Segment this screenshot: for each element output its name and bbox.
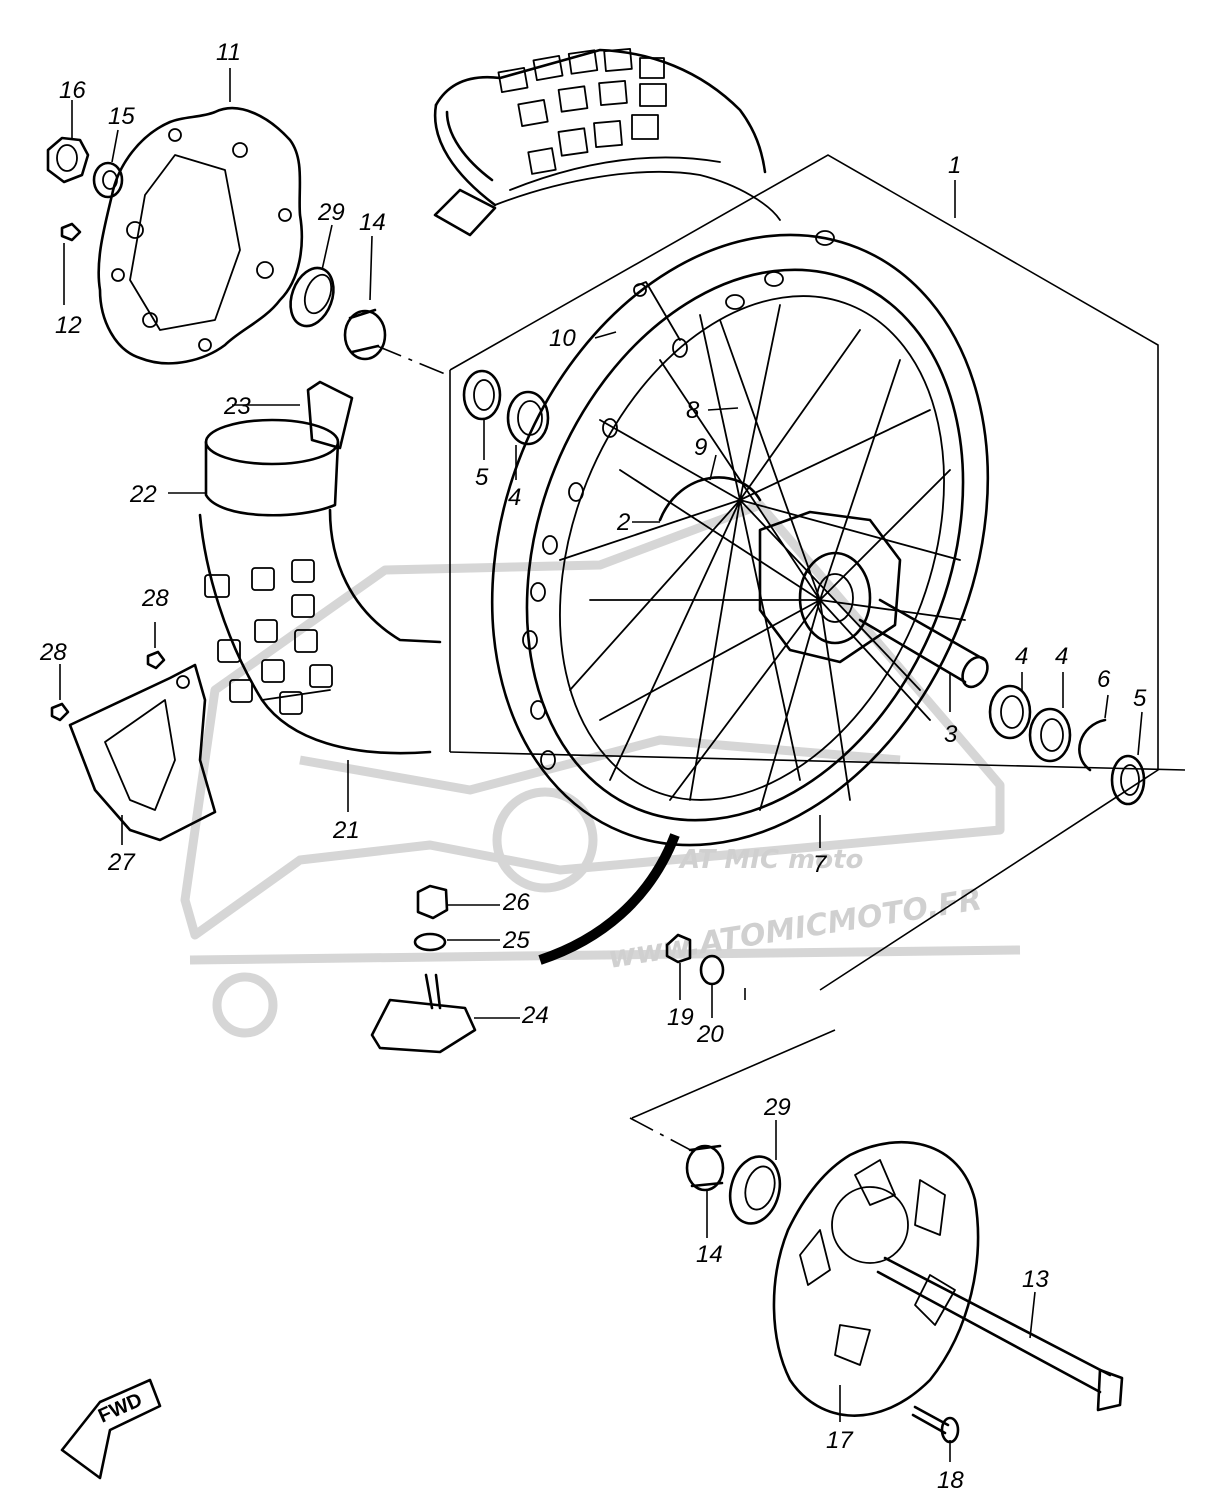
callout-28-a: 28 [141,585,169,612]
callout-5-upper: 5 [475,464,489,491]
callout-7: 7 [813,851,828,878]
callout-18: 18 [937,1467,964,1494]
callout-15: 15 [108,103,135,130]
callout-29-lower: 29 [763,1094,791,1121]
circlip-6 [1078,718,1107,772]
callout-27: 27 [107,849,136,876]
nut-26 [416,884,449,920]
callout-19: 19 [667,1004,694,1031]
callout-3: 3 [944,721,958,748]
washer-15 [92,161,124,199]
callout-22: 22 [129,481,157,508]
axle-13 [876,1256,1124,1412]
watermark-url: www.ATOMICMOTO.FR [606,882,984,976]
seal-5-right [1110,754,1146,806]
washer-20 [699,954,725,986]
assembly-box [376,154,1186,1000]
callout-13: 13 [1022,1266,1049,1293]
bolt-12 [60,222,82,242]
fwd-arrow: FWD [60,1378,162,1480]
callout-4-upper: 4 [508,484,521,511]
bearing-4-right-a [988,684,1032,740]
watermark-brand: AT MIC moto [678,845,863,875]
bearing-4-right-b [1028,707,1072,763]
valve-stem-23 [306,380,354,450]
fwd-label: FWD [95,1389,146,1428]
callout-29-upper: 29 [317,199,345,226]
watermark-logo: AT MIC moto www.ATOMICMOTO.FR [180,500,1021,1038]
callout-28-b: 28 [39,639,67,666]
callout-14-lower: 14 [696,1241,723,1268]
tire-section [433,48,781,237]
callout-25: 25 [502,927,530,954]
callout-1: 1 [948,152,961,179]
callout-23: 23 [223,393,251,420]
brake-disc [97,106,304,365]
bolt-28-b [50,702,70,722]
spokes [559,304,966,811]
callout-4-right-a: 4 [1015,643,1028,670]
lower-box [629,1029,836,1156]
seal-5-upper [462,369,502,421]
callout-6: 6 [1097,666,1111,693]
bearing-4-upper [506,390,550,446]
rear-wheel [490,230,990,847]
disc-guard [68,663,217,842]
leader-lines [59,68,1143,1462]
nut-19 [665,933,692,964]
callout-17: 17 [826,1427,854,1454]
callout-21: 21 [332,817,360,844]
callout-14-upper: 14 [359,209,386,236]
sprocket-17 [772,1140,980,1417]
bolt-18 [911,1405,960,1444]
dust-seal-29-upper [289,266,335,328]
dust-seal-29-lower [728,1155,782,1225]
callout-24: 24 [521,1002,549,1029]
bolt-28-a [146,650,166,670]
nut-16 [46,136,90,184]
callout-2: 2 [616,509,630,536]
callout-12: 12 [55,312,82,339]
rim-lock-24 [370,973,477,1054]
callout-labels: 1 2 3 4 4 4 5 5 6 7 8 9 10 11 12 13 14 1… [39,39,1147,1494]
callout-16: 16 [59,77,86,104]
rim-strip [538,833,680,965]
callout-9: 9 [694,434,707,461]
callout-20: 20 [696,1021,724,1048]
collar-14-lower [685,1144,725,1192]
callout-4-right-b: 4 [1055,643,1068,670]
callout-11: 11 [216,39,241,66]
callout-5-right: 5 [1133,685,1147,712]
collar-14-upper [343,308,387,361]
callout-8: 8 [686,397,700,424]
callout-10: 10 [549,325,576,352]
washer-25 [413,932,447,952]
inner-tube [198,380,442,755]
callout-26: 26 [502,889,530,916]
